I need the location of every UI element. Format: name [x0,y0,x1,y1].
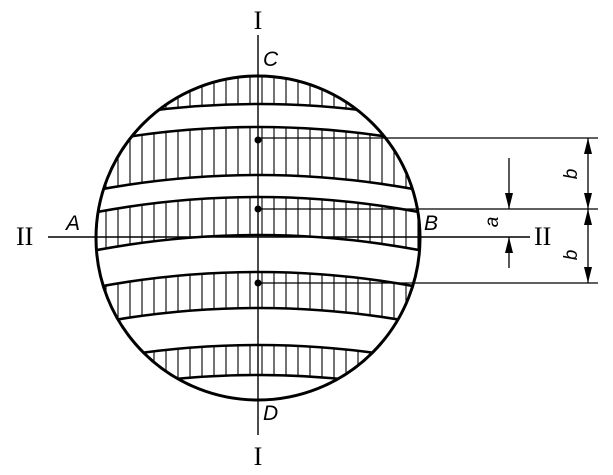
dimension-b-bottom-label: b [561,250,582,261]
point-b-label: B [424,212,438,235]
dimension-b-top-label: b [561,169,582,180]
axis-ii-left-label: II [16,222,33,251]
dimension-a-label: a [482,217,503,228]
axis-i-top-label: I [254,6,263,35]
dimension-b-bottom [584,209,592,283]
axis-ii-right-label: II [534,222,551,251]
dimension-a [505,158,513,268]
axis-i-bottom-label: I [254,442,263,471]
point-a-label: A [64,212,80,235]
point-d-label: D [263,402,278,425]
point-c-label: C [263,48,279,71]
dimension-b-top [584,138,592,209]
